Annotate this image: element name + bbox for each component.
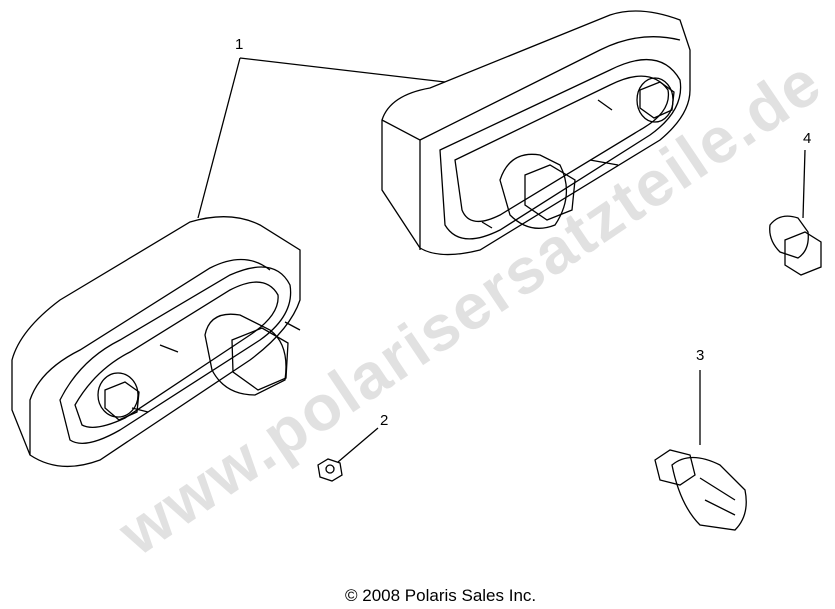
leader-lines: [197, 57, 806, 463]
callout-4: 4: [803, 130, 812, 147]
part-3-socket: [654, 449, 747, 531]
copyright-text: © 2008 Polaris Sales Inc.: [345, 586, 537, 605]
callout-3: 3: [696, 347, 705, 364]
tail-lamp-right: [381, 10, 691, 256]
tail-lamp-left: [11, 216, 301, 468]
part-2-nut: [317, 458, 343, 482]
part-4-bulb: [769, 215, 822, 276]
callout-2: 2: [380, 412, 389, 429]
callout-1: 1: [235, 36, 244, 53]
